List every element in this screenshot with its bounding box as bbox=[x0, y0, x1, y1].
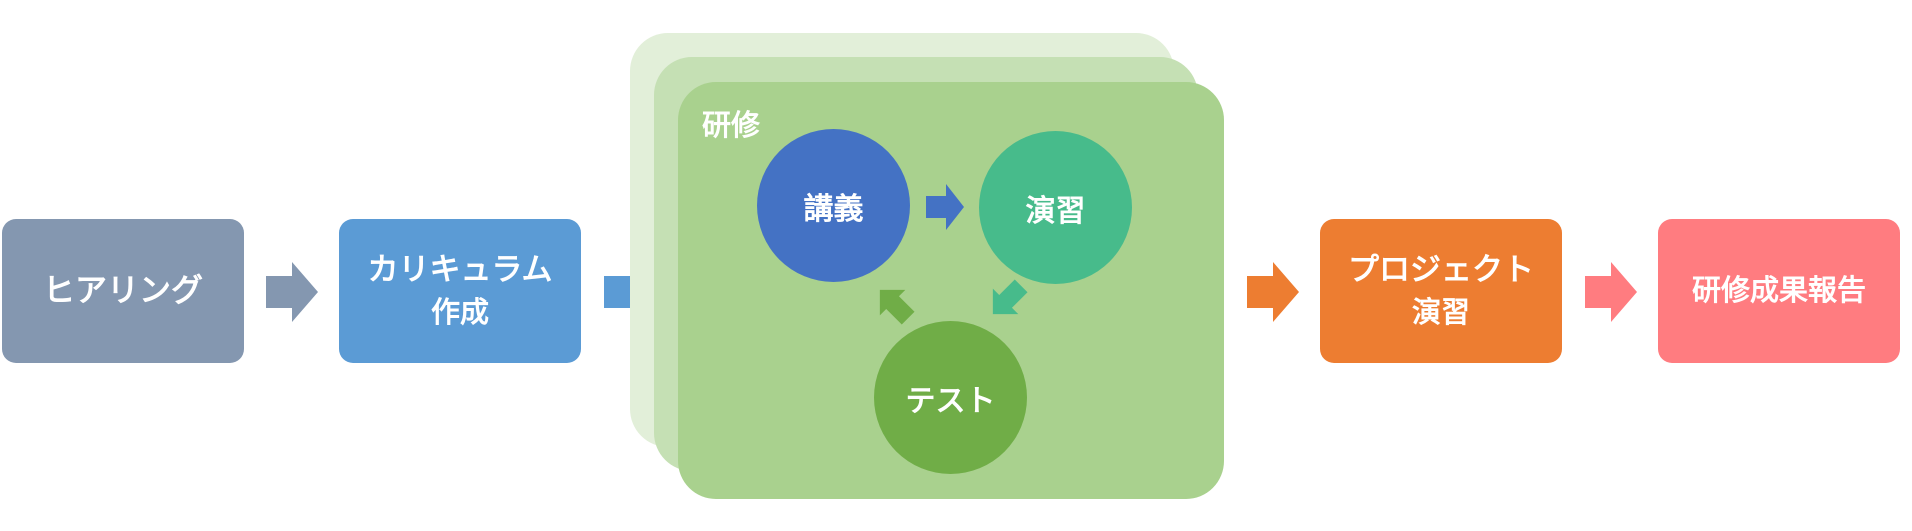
step-curriculum-label-1: カリキュラム bbox=[367, 252, 553, 289]
step-project-label-1: プロジェクト bbox=[1348, 252, 1534, 289]
cycle-arrow-lecture-to-exercise bbox=[926, 184, 964, 230]
step-hearing: ヒアリング bbox=[2, 219, 244, 363]
step-project-exercise: プロジェクト 演習 bbox=[1320, 219, 1562, 363]
step-project-label-2: 演習 bbox=[1411, 295, 1470, 330]
step-hearing-label: ヒアリング bbox=[42, 271, 203, 310]
training-title: 研修 bbox=[702, 108, 761, 142]
cycle-arrow-exercise-to-test bbox=[992, 279, 1028, 315]
step-report-label: 研修成果報告 bbox=[1691, 273, 1866, 308]
flow-arrow-1 bbox=[266, 262, 318, 322]
cycle-arrow-test-to-lecture-shape bbox=[879, 289, 915, 325]
flow-arrow-1-shape bbox=[266, 262, 318, 322]
flow-arrow-4 bbox=[1585, 262, 1637, 322]
cycle-lecture-label: 講義 bbox=[803, 191, 864, 227]
cycle-arrow-exercise-to-test-shape bbox=[992, 279, 1028, 315]
flow-arrow-3-shape bbox=[1247, 262, 1299, 322]
cycle-test-label: テスト bbox=[905, 383, 996, 419]
flow-arrow-3 bbox=[1247, 262, 1299, 322]
flow-arrow-4-shape bbox=[1585, 262, 1637, 322]
cycle-lecture: 講義 bbox=[757, 129, 910, 282]
cycle-exercise: 演習 bbox=[979, 131, 1132, 284]
cycle-arrow-test-to-lecture bbox=[879, 289, 915, 325]
step-curriculum-label-2: 作成 bbox=[430, 295, 489, 330]
step-training-report: 研修成果報告 bbox=[1658, 219, 1900, 363]
step-curriculum: カリキュラム 作成 bbox=[339, 219, 581, 363]
cycle-exercise-label: 演習 bbox=[1025, 193, 1086, 229]
cycle-test: テスト bbox=[874, 321, 1027, 474]
cycle-arrow-lecture-to-exercise-shape bbox=[926, 184, 964, 230]
